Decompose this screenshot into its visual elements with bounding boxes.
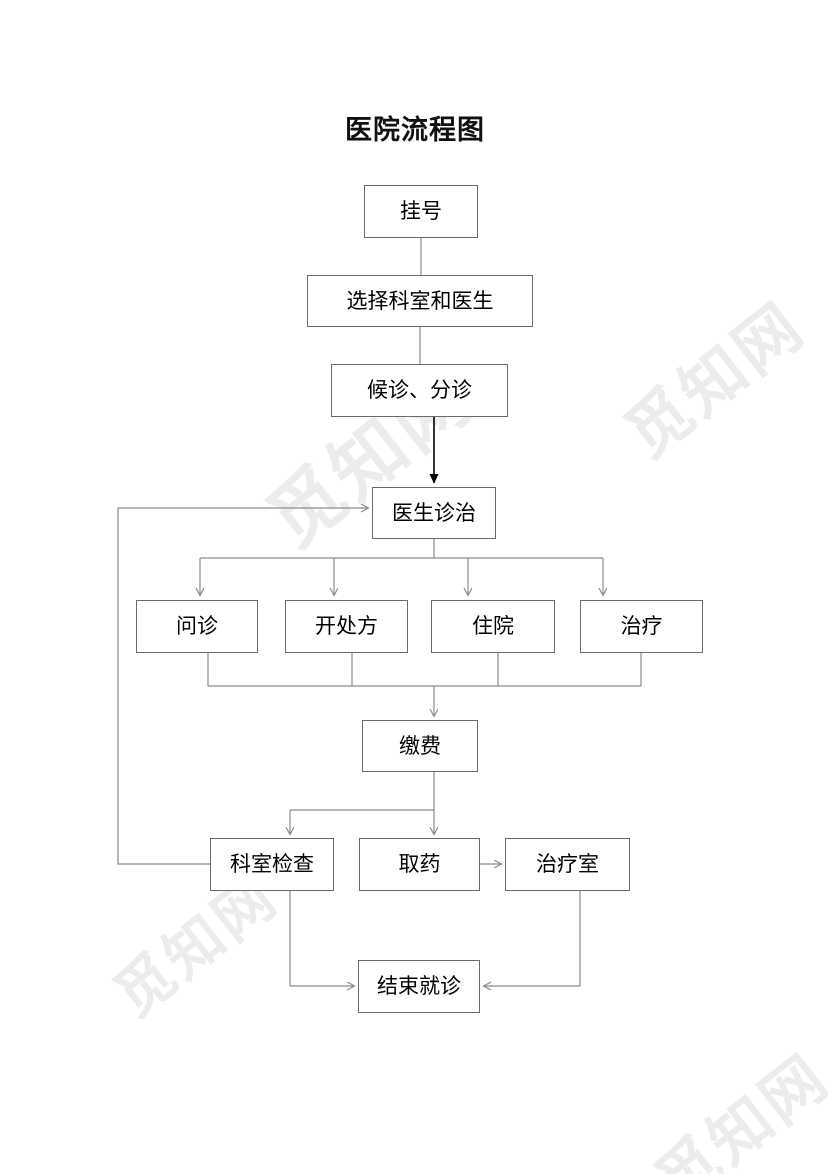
node-label: 缴费 xyxy=(399,733,441,758)
node-label: 治疗室 xyxy=(536,852,599,876)
edge-treat-room-to-end xyxy=(484,891,581,986)
node-payment[interactable]: 缴费 xyxy=(362,720,478,772)
node-department-exam[interactable]: 科室检查 xyxy=(210,838,334,891)
edge-dept-exam-to-end xyxy=(289,891,354,986)
node-label: 候诊、分诊 xyxy=(367,378,472,402)
node-label: 选择科室和医生 xyxy=(346,288,494,313)
node-doctor-diagnosis[interactable]: 医生诊治 xyxy=(372,487,496,539)
node-label: 取药 xyxy=(398,852,441,876)
node-inpatient[interactable]: 住院 xyxy=(431,600,555,653)
node-label: 科室检查 xyxy=(230,852,314,876)
node-consultation[interactable]: 问诊 xyxy=(136,600,258,653)
node-label: 住院 xyxy=(472,614,514,638)
node-label: 问诊 xyxy=(176,614,218,638)
node-select-department[interactable]: 选择科室和医生 xyxy=(307,275,533,327)
node-treatment[interactable]: 治疗 xyxy=(580,600,703,653)
node-label: 治疗 xyxy=(620,614,663,638)
node-label: 开处方 xyxy=(315,614,378,638)
node-label: 医生诊治 xyxy=(392,500,476,525)
node-treatment-room[interactable]: 治疗室 xyxy=(505,838,630,891)
edge-dept-exam-feedback xyxy=(117,508,368,865)
node-pharmacy[interactable]: 取药 xyxy=(359,838,480,891)
node-label: 结束就诊 xyxy=(377,974,461,998)
page-title: 医院流程图 xyxy=(345,115,485,146)
node-triage[interactable]: 候诊、分诊 xyxy=(331,364,508,417)
node-end-visit[interactable]: 结束就诊 xyxy=(358,960,480,1013)
node-prescription[interactable]: 开处方 xyxy=(285,600,408,653)
node-label: 挂号 xyxy=(400,199,442,223)
node-register[interactable]: 挂号 xyxy=(364,185,478,238)
